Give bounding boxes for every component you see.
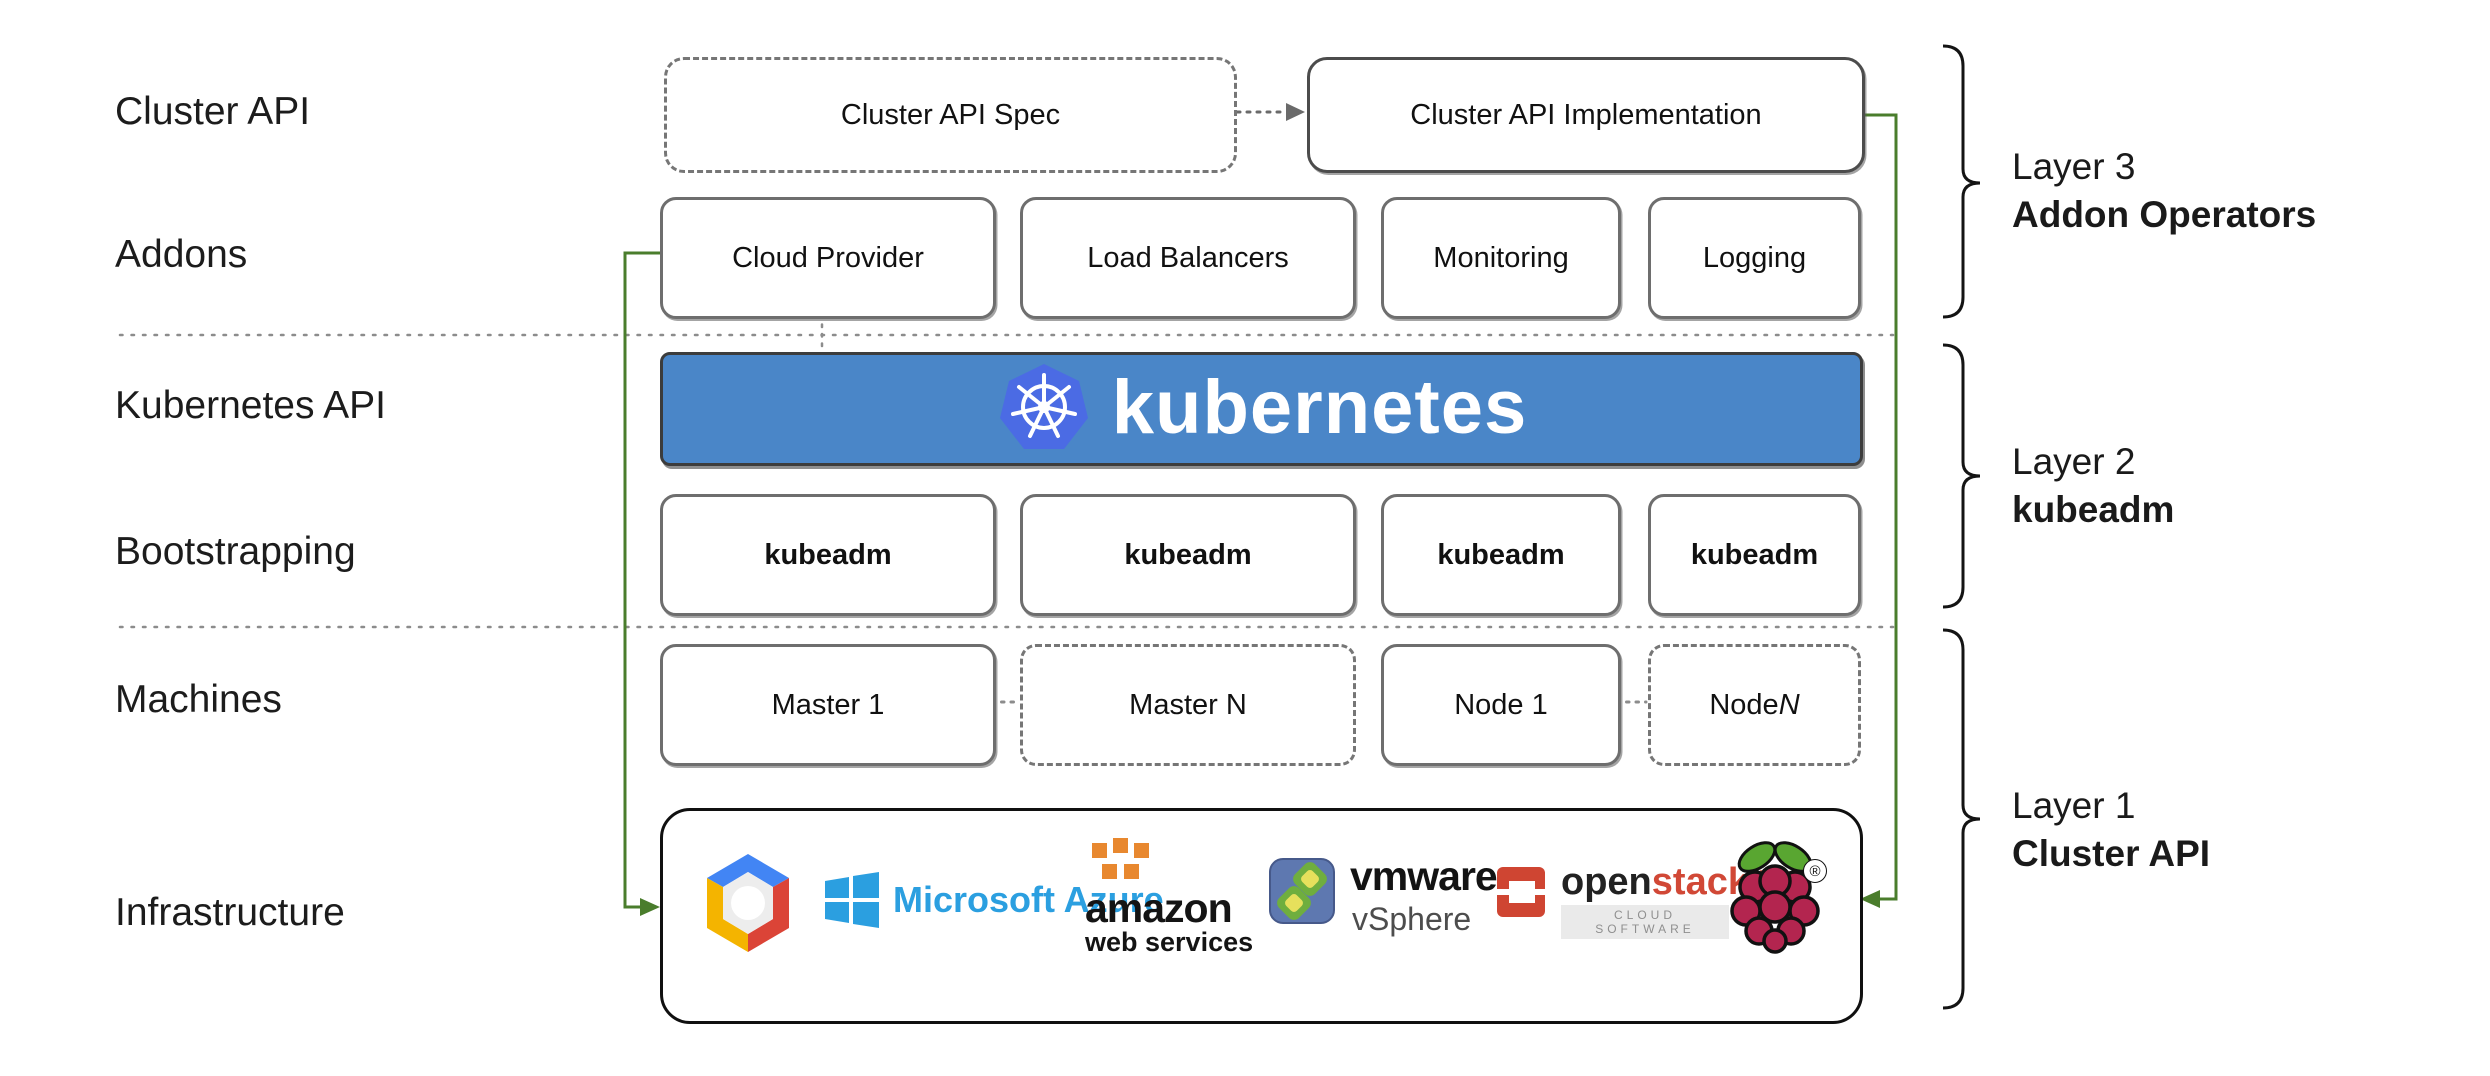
kubeadm-box-4: kubeadm xyxy=(1648,494,1861,616)
openstack-stack-text: stack xyxy=(1651,861,1749,903)
aws-amazon-text: amazon xyxy=(1085,885,1233,931)
kubeadm-box-3: kubeadm xyxy=(1381,494,1621,616)
row-label-infrastructure: Infrastructure xyxy=(115,891,345,934)
row-label-cluster-api: Cluster API xyxy=(115,90,311,133)
openstack-logo: openstack™ CLOUD SOFTWARE xyxy=(1495,863,1764,939)
cluster-api-spec-box: Cluster API Spec xyxy=(664,57,1237,173)
raspberry-pi-logo xyxy=(1730,841,1820,954)
machine-box-master-1: Master 1 xyxy=(660,644,996,766)
layer2-number: Layer 2 xyxy=(2012,441,2136,482)
kubernetes-logo-icon xyxy=(999,364,1088,449)
aws-cubes-icon xyxy=(1090,836,1151,881)
kubeadm-box-2: kubeadm xyxy=(1020,494,1356,616)
row-label-addons: Addons xyxy=(115,233,248,276)
aws-logo: amazon web services xyxy=(1085,836,1253,956)
layer3-label: Layer 3 Addon Operators xyxy=(2012,143,2316,239)
spec-to-impl-arrowhead xyxy=(1286,103,1305,121)
addon-box-logging: Logging xyxy=(1648,197,1861,319)
vmware-text: vmware xyxy=(1350,853,1498,899)
azure-logo-text: Microsoft Azure xyxy=(893,879,1164,920)
layer3-name: Addon Operators xyxy=(2012,194,2317,235)
openstack-icon xyxy=(1497,867,1545,917)
azure-logo: Microsoft Azure xyxy=(823,871,1164,929)
kubernetes-banner: kubernetes xyxy=(660,352,1863,466)
layer1-number: Layer 1 xyxy=(2012,785,2136,826)
addon-box-load-balancers: Load Balancers xyxy=(1020,197,1356,319)
kubeadm-box-1: kubeadm xyxy=(660,494,996,616)
infrastructure-box: Microsoft Azure amazon web services xyxy=(660,808,1863,1024)
vsphere-icon xyxy=(1269,858,1335,924)
cluster-api-implementation-box: Cluster API Implementation xyxy=(1307,57,1865,173)
openstack-cloud-software-text: CLOUD SOFTWARE xyxy=(1561,905,1729,939)
row-label-kubernetes-api: Kubernetes API xyxy=(115,384,387,427)
node-n-prefix: Node xyxy=(1709,688,1779,721)
machine-box-node-1: Node 1 xyxy=(1381,644,1621,766)
addon-box-cloud-provider: Cloud Provider xyxy=(660,197,996,319)
aws-webservices-text: web services xyxy=(1085,927,1254,957)
layer2-bracket xyxy=(1942,343,1981,609)
row-label-bootstrapping: Bootstrapping xyxy=(115,530,356,573)
openstack-wordmark: openstack™ xyxy=(1561,863,1764,901)
green-line-left xyxy=(623,251,660,909)
vmware-vsphere-logo: vmware vSphere xyxy=(1268,853,1498,937)
layer1-name: Cluster API xyxy=(2012,833,2211,874)
kubernetes-banner-text: kubernetes xyxy=(1111,364,1528,450)
machine-box-node-n: Node N xyxy=(1648,644,1861,766)
green-arrowhead-left xyxy=(640,898,660,916)
addon-box-monitoring: Monitoring xyxy=(1381,197,1621,319)
raspberry-registered-mark: ® xyxy=(1803,859,1827,883)
green-line-right xyxy=(1859,113,1898,901)
node-n-suffix: N xyxy=(1778,688,1800,721)
layer3-bracket xyxy=(1942,44,1981,319)
machine-box-master-n: Master N xyxy=(1020,644,1356,766)
row-label-machines: Machines xyxy=(115,678,282,721)
layer1-bracket xyxy=(1942,628,1981,1010)
layer3-number: Layer 3 xyxy=(2012,146,2136,187)
layer2-name: kubeadm xyxy=(2012,489,2175,530)
vsphere-text: vSphere xyxy=(1352,901,1472,937)
openstack-open-text: open xyxy=(1561,861,1652,903)
azure-window-icon xyxy=(825,872,879,928)
layer1-label: Layer 1 Cluster API xyxy=(2012,782,2210,878)
layer2-label: Layer 2 kubeadm xyxy=(2012,438,2174,534)
green-arrowhead-right xyxy=(1860,890,1880,908)
google-cloud-logo xyxy=(707,854,789,952)
